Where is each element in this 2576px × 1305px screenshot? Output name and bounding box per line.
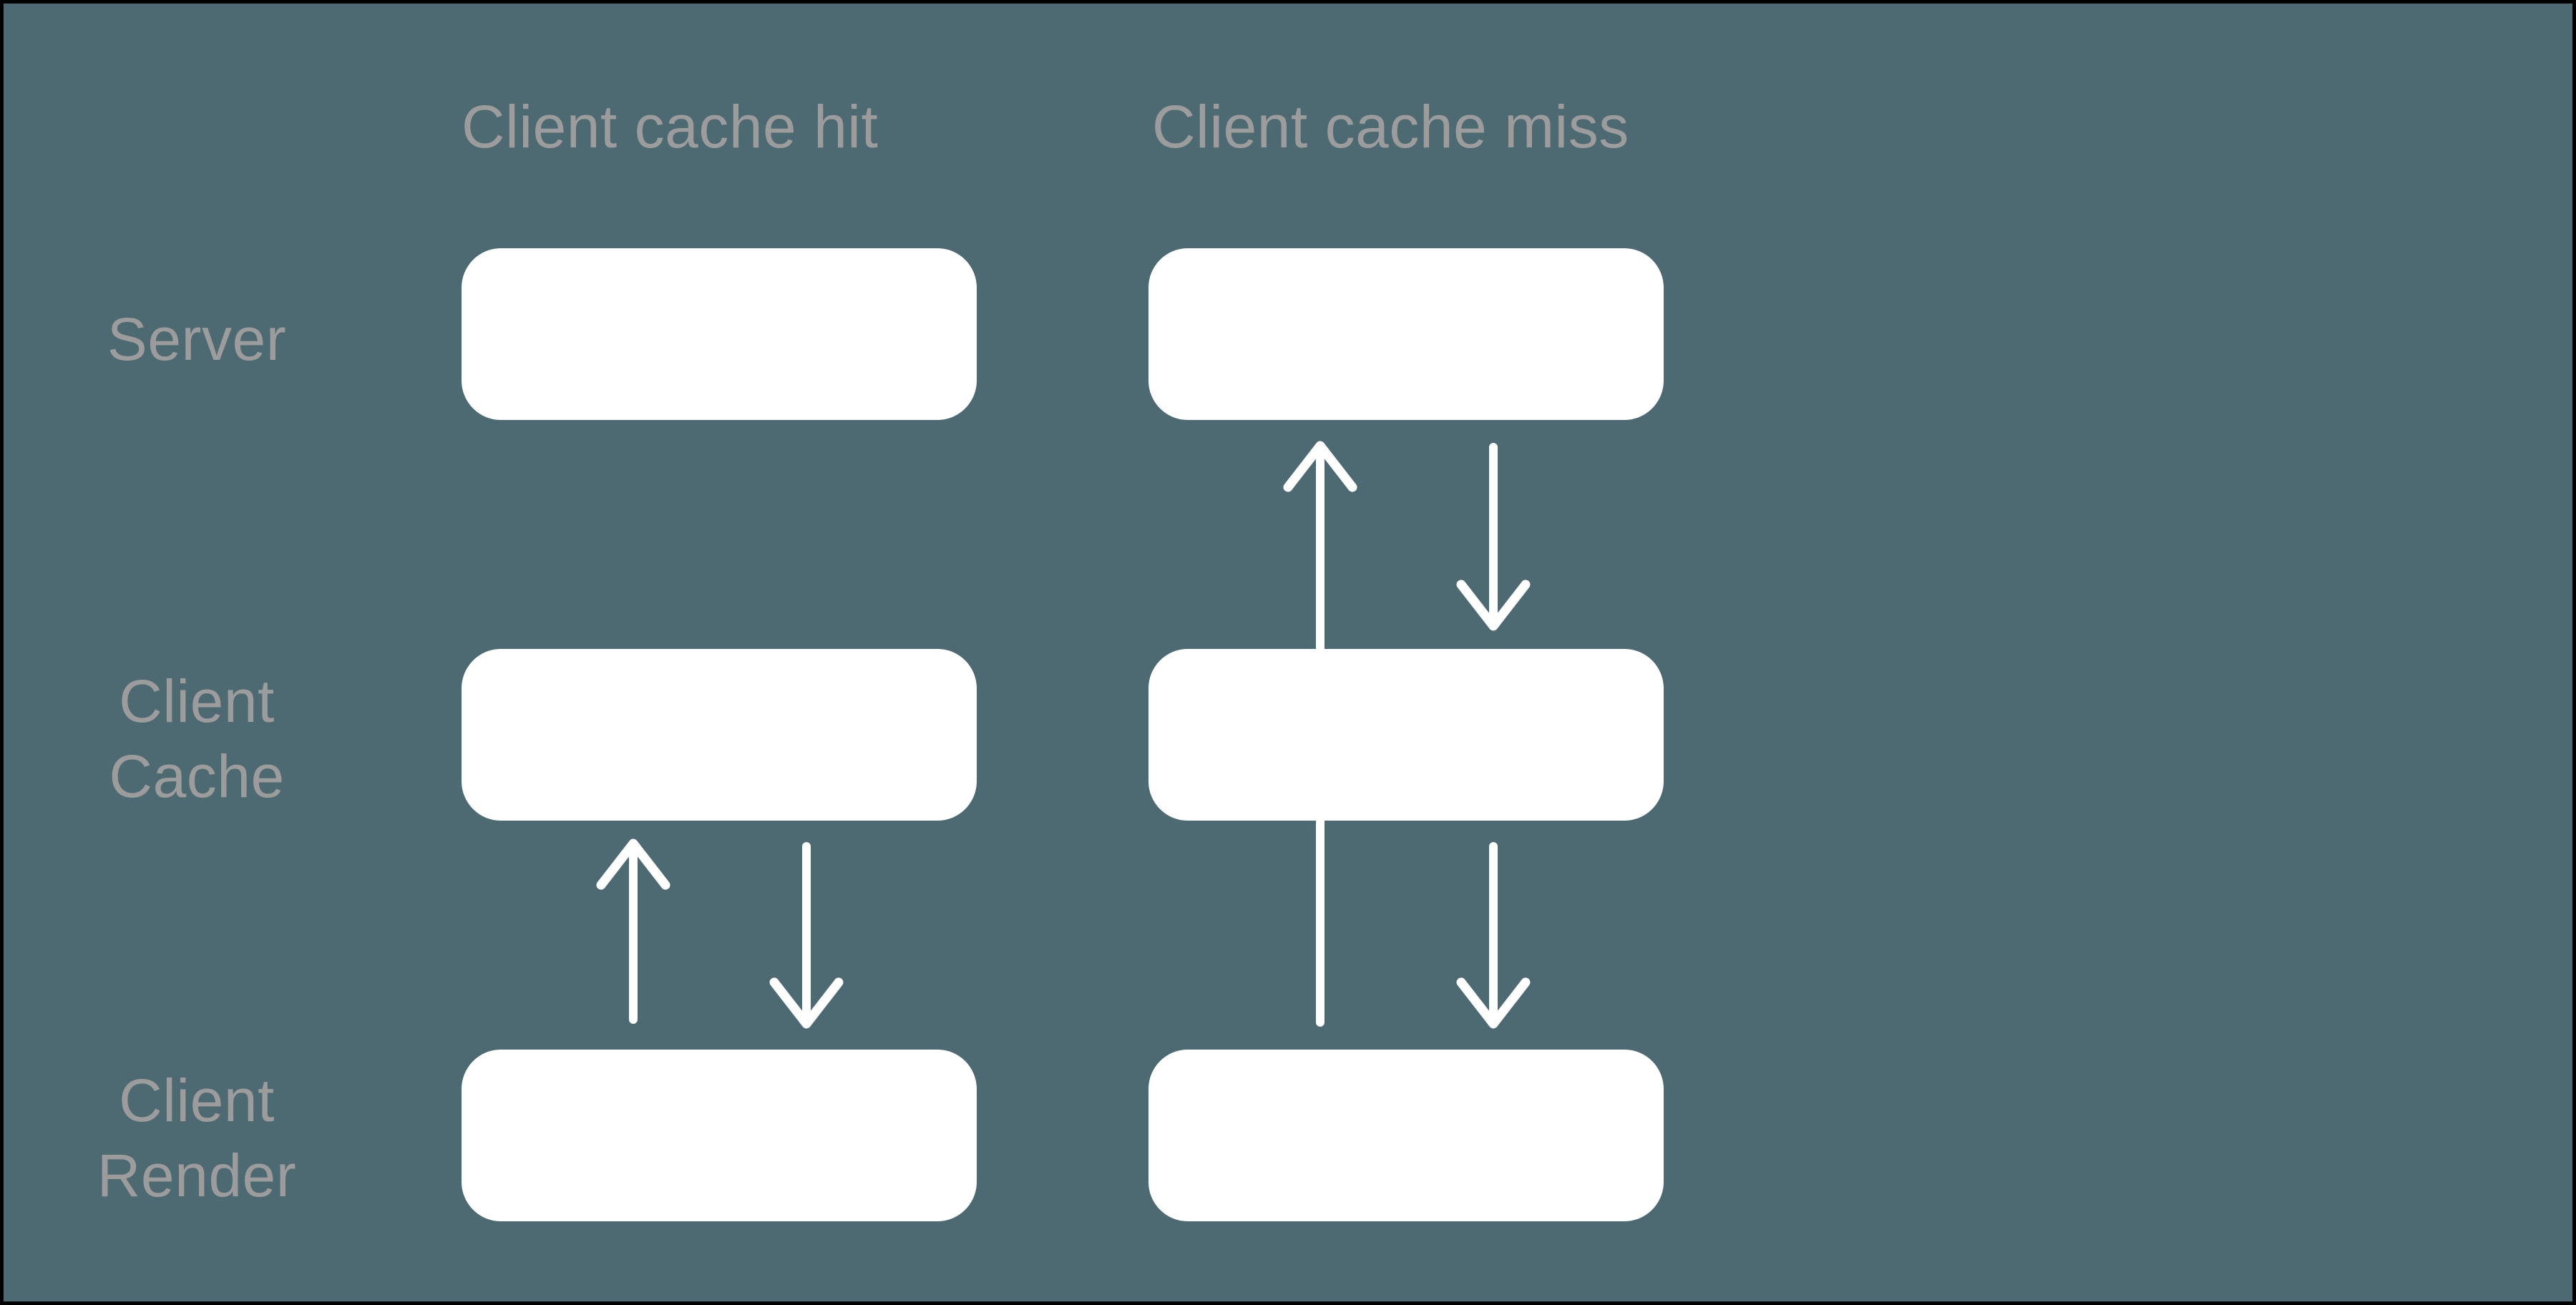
row-label-server: Server: [47, 302, 347, 377]
row-label-client-render-line-2: Render: [97, 1142, 297, 1209]
column-header-client-cache-miss: Client cache miss: [1152, 93, 1629, 160]
box-hit-server: [462, 248, 977, 420]
column-header-client-cache-hit: Client cache hit: [462, 93, 879, 160]
row-label-client-cache-line-1: Client: [119, 668, 275, 735]
row-label-client-render: Client Render: [47, 1063, 347, 1213]
row-label-client-render-line-1: Client: [119, 1067, 275, 1134]
diagram-canvas: Client cache hit Client cache miss Serve…: [4, 4, 2572, 1301]
box-miss-server: [1148, 248, 1664, 420]
row-label-client-cache-line-2: Cache: [109, 743, 285, 810]
arrow-down-miss-server-to-cache: [1456, 443, 1531, 631]
box-miss-client-render: [1148, 1050, 1664, 1221]
box-hit-client-render: [462, 1050, 977, 1221]
row-label-client-cache: Client Cache: [47, 664, 347, 814]
row-label-server-line: Server: [107, 306, 287, 373]
box-miss-client-cache: [1148, 649, 1664, 821]
box-hit-client-cache: [462, 649, 977, 821]
arrow-up-hit-render-to-cache: [596, 839, 670, 1024]
arrow-down-miss-cache-to-render: [1456, 842, 1531, 1029]
arrow-down-hit-cache-to-render: [769, 842, 844, 1029]
